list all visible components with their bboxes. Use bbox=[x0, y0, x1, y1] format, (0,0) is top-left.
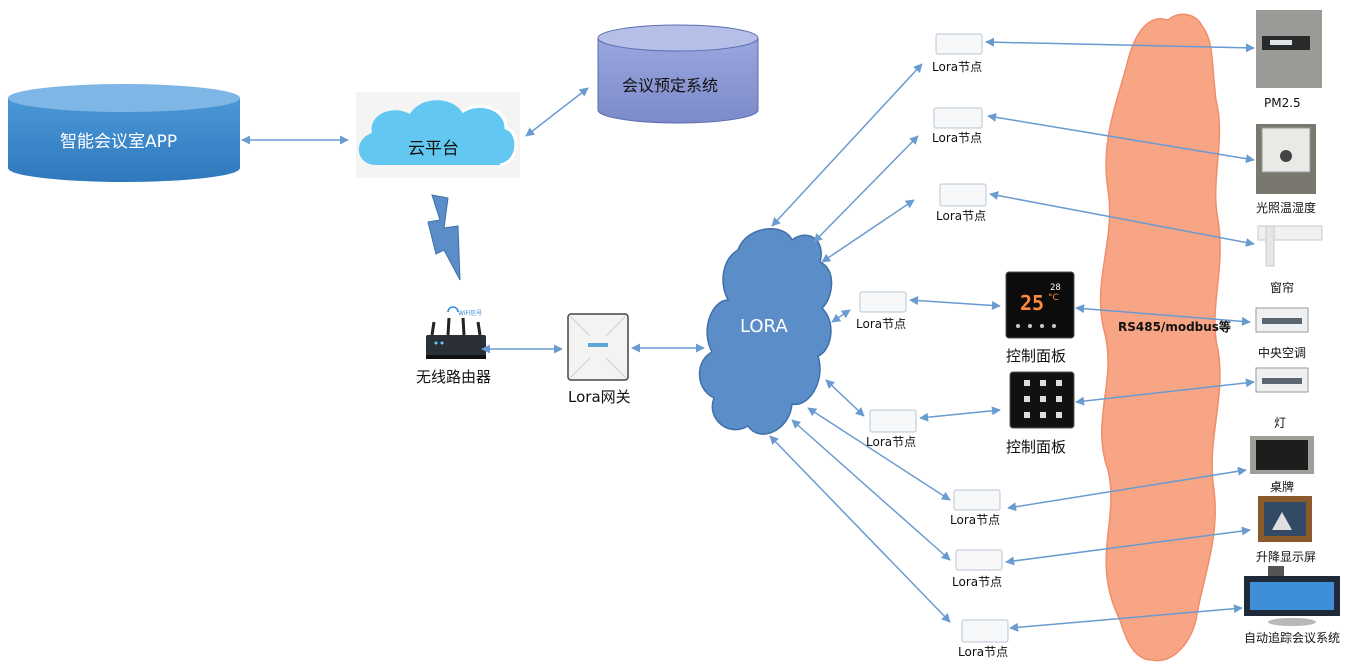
end-device-images bbox=[1244, 10, 1340, 626]
control-panel-label: 控制面板 bbox=[1006, 347, 1067, 365]
device-label-light: 灯 bbox=[1274, 416, 1287, 430]
bus-cloud bbox=[1099, 13, 1221, 662]
tracking-conference-image bbox=[1244, 566, 1340, 626]
device-label-tracking-conference: 自动追踪会议系统 bbox=[1244, 631, 1341, 645]
lora-label: LORA bbox=[740, 316, 788, 337]
lora-node-label: Lora节点 bbox=[932, 131, 983, 145]
connection-arrows bbox=[241, 37, 1255, 632]
control-panel-device-2 bbox=[1009, 371, 1075, 429]
pm25-sensor-image bbox=[1256, 10, 1322, 88]
cloud-platform-label: 云平台 bbox=[408, 139, 459, 159]
bus-label: RS485/modbus等 bbox=[1118, 320, 1231, 334]
app-cylinder bbox=[8, 84, 240, 182]
booking-cylinder bbox=[597, 24, 759, 124]
lora-node-label: Lora节点 bbox=[936, 209, 987, 223]
panel-temp-reading: 25 bbox=[1020, 291, 1044, 315]
light-temp-humidity-sensor-image bbox=[1256, 124, 1316, 194]
app-label: 智能会议室APP bbox=[60, 132, 178, 152]
cloud-platform bbox=[356, 92, 520, 178]
lora-node-label: Lora节点 bbox=[932, 60, 983, 74]
router-badge: WiFi信号 bbox=[458, 310, 483, 317]
gateway-label: Lora网关 bbox=[568, 388, 631, 406]
device-label-pm25: PM2.5 bbox=[1264, 96, 1301, 110]
control-panel-device-1: 25 °C 28 bbox=[1005, 271, 1075, 339]
device-label-central-ac: 中央空调 bbox=[1258, 346, 1307, 360]
control-panel-label: 控制面板 bbox=[1006, 438, 1067, 456]
lora-node-label: Lora节点 bbox=[952, 575, 1003, 589]
lightning-icon bbox=[427, 194, 461, 281]
lora-node-label: Lora节点 bbox=[950, 513, 1001, 527]
router-label: 无线路由器 bbox=[416, 368, 492, 386]
panel-small-reading: 28 bbox=[1050, 283, 1061, 293]
device-label-lift-display: 升降显示屏 bbox=[1256, 550, 1317, 564]
lift-display-image bbox=[1258, 496, 1312, 542]
desk-sign-image bbox=[1250, 436, 1314, 474]
lora-node-devices bbox=[859, 33, 1009, 643]
panel-temp-unit: °C bbox=[1048, 293, 1059, 303]
gateway-device-icon bbox=[567, 313, 629, 381]
ac-unit-image-1 bbox=[1255, 307, 1309, 333]
device-label-curtain: 窗帘 bbox=[1270, 281, 1295, 295]
booking-system-label: 会议预定系统 bbox=[622, 76, 719, 95]
device-label-desk-sign: 桌牌 bbox=[1270, 480, 1295, 494]
device-label-light-temp-humidity: 光照温湿度 bbox=[1256, 201, 1317, 215]
router-icon bbox=[426, 306, 486, 359]
lora-node-label: Lora节点 bbox=[866, 435, 917, 449]
lora-node-label: Lora节点 bbox=[856, 317, 907, 331]
ac-unit-image-2 bbox=[1255, 367, 1309, 393]
curtain-rail-image bbox=[1257, 225, 1323, 267]
lora-node-label: Lora节点 bbox=[958, 645, 1009, 659]
